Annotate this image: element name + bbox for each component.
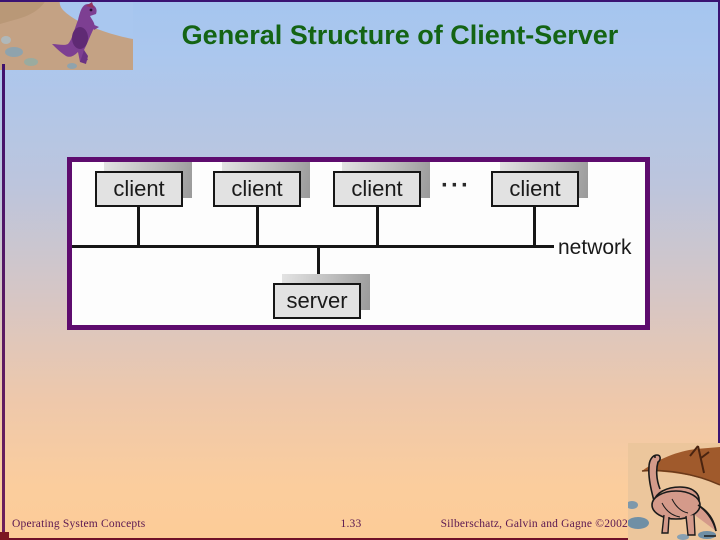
ellipsis-more-clients: ···	[441, 172, 471, 199]
server-box-label: server	[273, 283, 361, 319]
client-4-connector-line	[533, 207, 536, 246]
client-3-connector-line	[376, 207, 379, 246]
server-connector-line	[317, 246, 320, 284]
footer-book-title: Operating System Concepts	[12, 518, 146, 530]
client-box-1: client	[95, 162, 192, 207]
client-box-label: client	[333, 171, 421, 207]
client-box-2: client	[213, 162, 310, 207]
server-box: server	[273, 274, 370, 319]
client-box-label: client	[491, 171, 579, 207]
slide-title: General Structure of Client-Server	[181, 20, 619, 50]
sauropod-dinosaur-illustration	[628, 443, 720, 540]
network-bus-line	[72, 245, 554, 248]
slide-right-border	[718, 0, 720, 540]
slide-left-rule	[2, 64, 5, 534]
client-2-connector-line	[256, 207, 259, 246]
client-server-structure-diagram: client client client client ··· netw	[67, 157, 650, 330]
client-box-label: client	[213, 171, 301, 207]
footer-page-number: 1.33	[340, 518, 362, 530]
bottom-left-corner-mark	[0, 532, 9, 540]
slide-bottom-border	[0, 538, 720, 540]
slide-top-border	[0, 0, 720, 2]
client-box-label: client	[95, 171, 183, 207]
client-box-4: client	[491, 162, 588, 207]
client-box-3: client	[333, 162, 430, 207]
trex-dinosaur-illustration	[0, 0, 133, 70]
client-1-connector-line	[137, 207, 140, 246]
footer-authors: Silberschatz, Galvin and Gagne ©2002	[440, 518, 628, 530]
network-label: network	[558, 236, 632, 259]
